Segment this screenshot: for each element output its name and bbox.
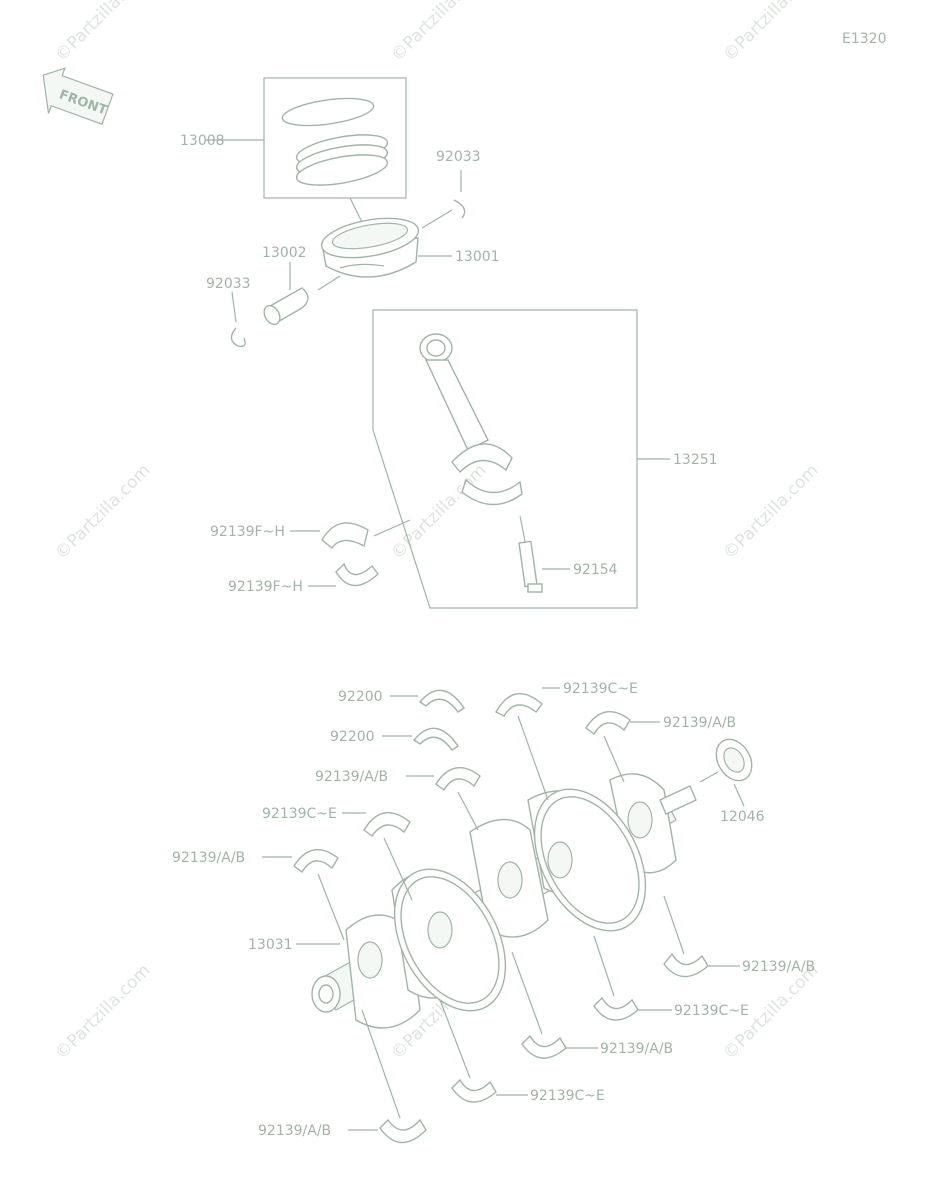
- main-bearing: [495, 687, 560, 801]
- front-arrow-icon: FRONT: [42, 67, 114, 125]
- crankshaft: [311, 773, 697, 1029]
- label-12046: 12046: [720, 809, 765, 825]
- label-13001: 13001: [455, 249, 500, 265]
- watermark: ©Partzilla.com: [51, 460, 154, 563]
- watermark: ©Partzilla.com: [51, 960, 154, 1063]
- watermark: ©Partzilla.com: [387, 460, 490, 563]
- main-bearing: [262, 849, 345, 941]
- main-bearing: [585, 711, 660, 783]
- watermark: ©Partzilla.com: [51, 0, 154, 66]
- label-92139AB-r1: 92139/A/B: [742, 959, 815, 975]
- main-bearing: [348, 1009, 427, 1144]
- label-92139AB-bot: 92139/A/B: [258, 1123, 331, 1139]
- conrod-bolt: [518, 540, 543, 593]
- label-92139CE-top: 92139C~E: [563, 681, 638, 697]
- label-13002: 13002: [262, 245, 307, 261]
- piston: [320, 217, 420, 278]
- label-13008: 13008: [180, 133, 225, 149]
- label-92033-left: 92033: [206, 276, 251, 292]
- label-92033-right: 92033: [436, 149, 481, 165]
- main-bearing: [406, 767, 481, 831]
- piston-clip-left: [230, 291, 246, 348]
- main-bearing: [663, 895, 740, 978]
- watermark: ©Partzilla.com: [719, 0, 822, 66]
- main-bearing: [593, 935, 672, 1021]
- label-92139AB-r2: 92139/A/B: [600, 1041, 673, 1057]
- diagram-code: E1320: [842, 31, 886, 47]
- label-92139AB-a: 92139/A/B: [315, 769, 388, 785]
- label-92139CE-a: 92139C~E: [262, 806, 337, 822]
- rod-bearing-lower: [335, 562, 379, 587]
- label-92200-upper: 92200: [338, 689, 383, 705]
- oil-pump-gear: [699, 738, 753, 807]
- label-13031: 13031: [248, 937, 293, 953]
- label-92154: 92154: [573, 562, 618, 578]
- main-bearing: [342, 812, 413, 901]
- piston-ring-set: [263, 77, 407, 223]
- piston-clip-right: [421, 170, 466, 229]
- main-bearing: [439, 999, 528, 1103]
- label-92139AB-top: 92139/A/B: [663, 715, 736, 731]
- main-bearing: [511, 951, 598, 1059]
- connecting-rod: [419, 333, 527, 547]
- label-92139CE-r1: 92139C~E: [674, 1003, 749, 1019]
- thrust-washer-upper: [418, 689, 465, 713]
- label-92139FH-upper: 92139F~H: [210, 524, 285, 540]
- rod-bearing-upper: [321, 519, 411, 550]
- watermark: ©Partzilla.com: [387, 0, 490, 66]
- label-13251: 13251: [673, 452, 718, 468]
- watermark: ©Partzilla.com: [719, 460, 822, 563]
- piston-pin: [263, 262, 341, 326]
- label-92139AB-b: 92139/A/B: [172, 850, 245, 866]
- thrust-washer-lower: [412, 727, 459, 751]
- label-92139CE-r2: 92139C~E: [530, 1088, 605, 1104]
- label-92139FH-lower: 92139F~H: [228, 579, 303, 595]
- label-92200-lower: 92200: [330, 729, 375, 745]
